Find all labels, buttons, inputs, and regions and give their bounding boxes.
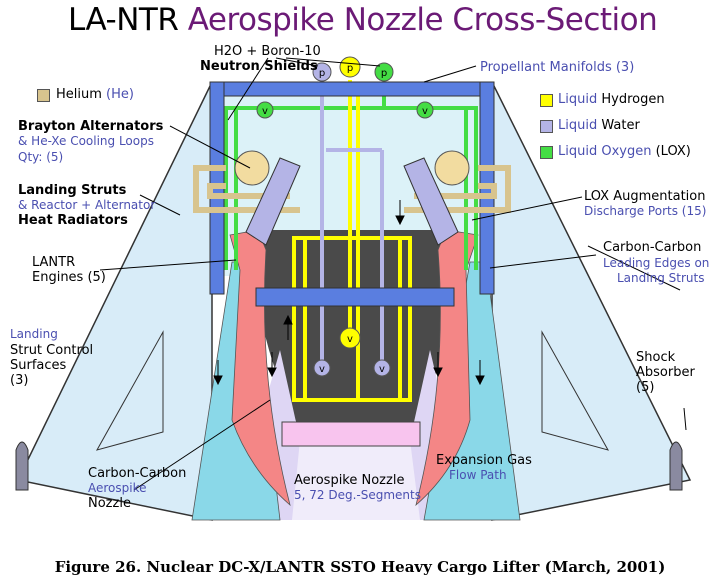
- cc-aerospike-line1: Carbon-Carbon: [88, 466, 187, 481]
- valve-letter-2: v: [422, 106, 428, 117]
- right-lantr-engine: [403, 157, 459, 246]
- figure-caption: Figure 26. Nuclear DC-X/LANTR SSTO Heavy…: [54, 558, 666, 576]
- legend-swatch-hydrogen: [540, 94, 553, 107]
- landing-struts-line2: & Reactor + Alternator: [18, 198, 156, 212]
- aerospike-line2: 5, 72 Deg.-Segments: [294, 488, 421, 502]
- landing-struts-line1: Landing Struts: [18, 183, 127, 198]
- landing-struts-line3: Heat Radiators: [18, 213, 128, 228]
- right-control-surface: [541, 330, 610, 451]
- helium-swatch: [37, 89, 50, 102]
- cc-aerospike-line3: Nozzle: [88, 496, 131, 511]
- brayton-alternators: [234, 150, 470, 186]
- neutron-shields-line2: Neutron Shields: [200, 59, 318, 74]
- helium-name: Helium: [56, 87, 102, 102]
- valve-letter-5: v: [379, 364, 385, 375]
- shock-absorber-line3: (5): [636, 380, 655, 395]
- legend-label-oxygen: Liquid Oxygen (LOX): [558, 144, 691, 159]
- neutron-shields-line1: H2O + Boron-10: [214, 44, 321, 59]
- flow-arrows: [213, 200, 485, 386]
- diagram-title: LA-NTR Aerospike Nozzle Cross-Section: [68, 2, 658, 38]
- pump-letter-p1: p: [319, 68, 325, 79]
- aerospike-base-plate: [281, 421, 421, 447]
- strut-control-line4: (3): [10, 373, 29, 388]
- brayton-line1: Brayton Alternators: [18, 119, 164, 134]
- brayton-loops: [193, 165, 511, 213]
- water-lines: [320, 80, 384, 370]
- legend-swatch-oxygen: [540, 146, 553, 159]
- propellant-manifolds-label: Propellant Manifolds (3): [480, 60, 635, 75]
- legend-label-hydrogen: Liquid Hydrogen: [558, 92, 665, 107]
- pump-letters: p p p v v v v v: [262, 63, 428, 375]
- lantr-line2: Engines (5): [32, 270, 106, 285]
- expansion-line2: Flow Path: [449, 468, 507, 482]
- helium-label: Helium (He): [56, 87, 134, 102]
- helium-symbol: (He): [106, 87, 134, 102]
- strut-control-line2: Strut Control: [10, 343, 94, 358]
- cc-leading-line1: Carbon-Carbon: [603, 240, 702, 255]
- legend-label-water: Liquid Water: [558, 118, 640, 133]
- cc-leading-line3: Landing Struts: [617, 271, 705, 285]
- valve-letter-1: v: [262, 106, 268, 117]
- brayton-line3: Qty: (5): [18, 150, 64, 164]
- pumps: [256, 56, 434, 377]
- aerospike-nozzle-core: [292, 440, 420, 520]
- title-part2: Aerospike Nozzle Cross-Section: [187, 2, 658, 38]
- lantr-line1: LANTR: [32, 255, 76, 270]
- shock-absorber-line2: Absorber: [636, 365, 695, 380]
- left-control-surface: [95, 330, 164, 451]
- lox-ports-line1: LOX Augmentation: [584, 189, 706, 204]
- nozzle-crossbar: [255, 287, 455, 307]
- valve-letter-4: v: [319, 364, 325, 375]
- aerospike-line1: Aerospike Nozzle: [294, 473, 405, 488]
- pump-letter-p2: p: [347, 63, 353, 74]
- strut-control-line1: Landing: [10, 327, 58, 341]
- valve-letter-3: v: [347, 334, 353, 345]
- leader-lines: [99, 57, 687, 491]
- cc-leading-line2: Leading Edges on: [603, 256, 710, 270]
- lox-ports-line2: Discharge Ports (15): [584, 204, 707, 218]
- legend-swatch-water: [540, 120, 553, 133]
- left-lantr-engine: [245, 157, 301, 246]
- shock-absorber-line1: Shock: [636, 350, 676, 365]
- brayton-line2: & He-Xe Cooling Loops: [18, 134, 154, 148]
- strut-control-line3: Surfaces: [10, 358, 67, 373]
- shock-absorbers: [15, 441, 683, 491]
- cc-aerospike-line2: Aerospike: [88, 481, 147, 495]
- title-part1: LA-NTR: [68, 2, 179, 38]
- pump-letter-p3: p: [381, 68, 387, 79]
- expansion-line1: Expansion Gas: [436, 453, 532, 468]
